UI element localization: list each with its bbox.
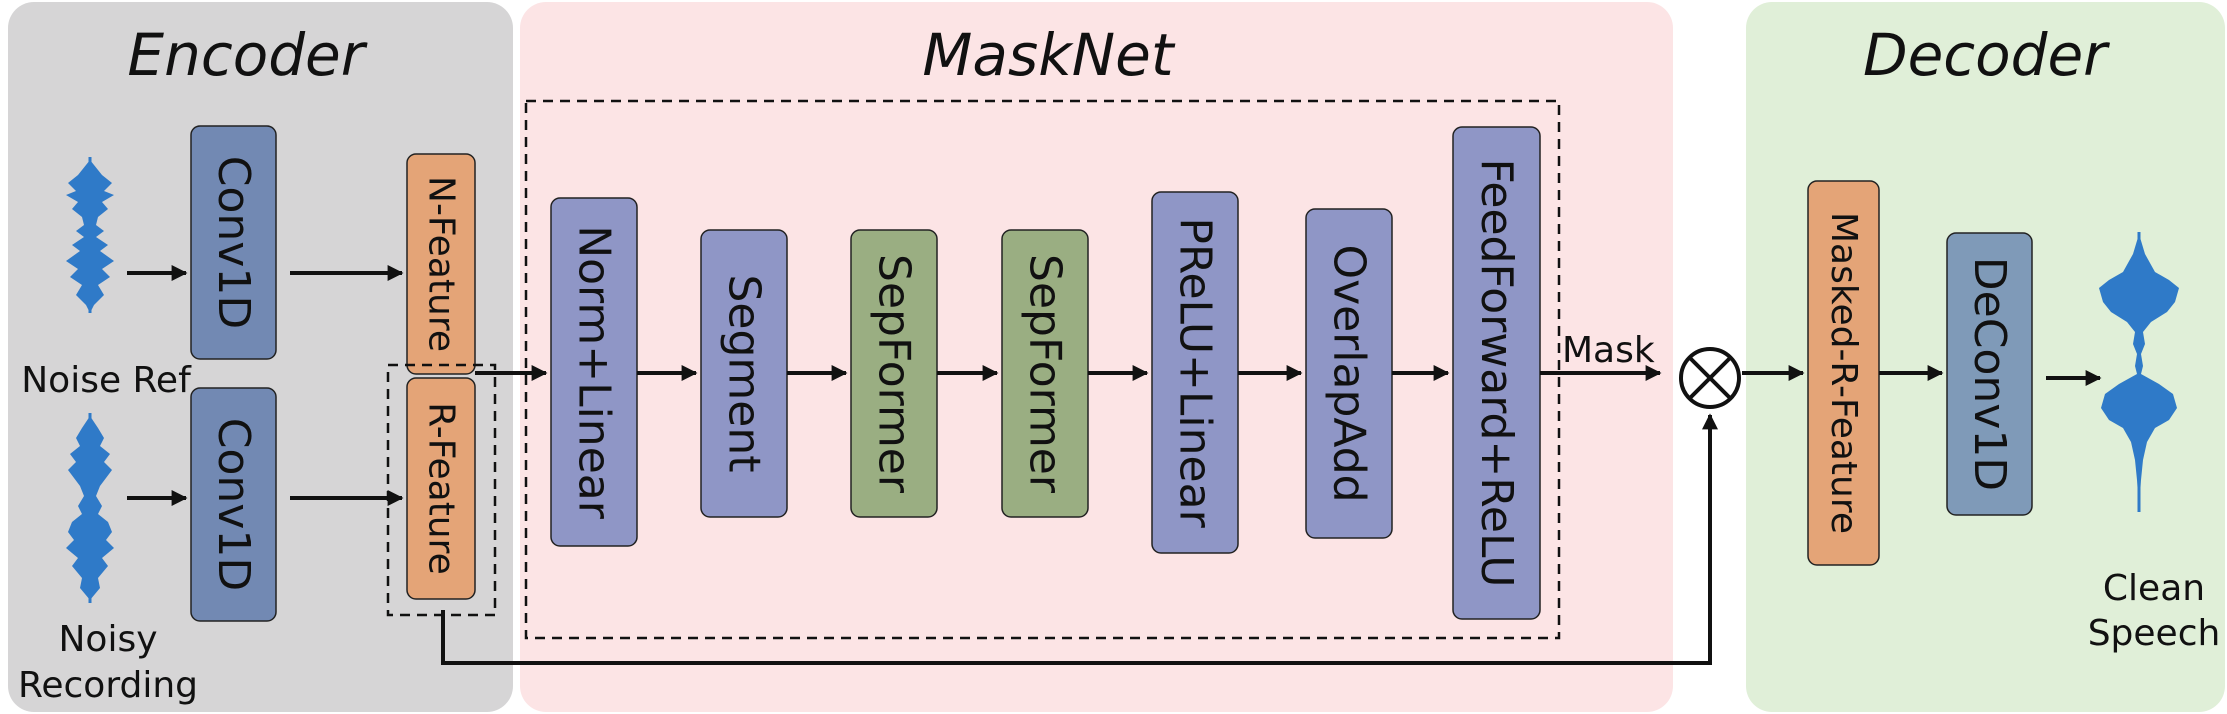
norm-linear-block: Norm+Linear bbox=[550, 197, 638, 547]
n-feature-label: N-Feature bbox=[421, 176, 462, 352]
overlapadd-block: OverlapAdd bbox=[1305, 208, 1393, 539]
segment-label: Segment bbox=[719, 275, 770, 473]
sepformer-2-label: SepFormer bbox=[1020, 254, 1071, 494]
arrow-rfeature-skip-to-multiply bbox=[441, 413, 1718, 665]
feedforward-relu-block: FeedForward+ReLU bbox=[1452, 126, 1541, 620]
noisy-recording-label-1: Noisy bbox=[58, 619, 157, 660]
noise-ref-label: Noise Ref bbox=[21, 360, 192, 401]
prelu-linear-block: PReLU+Linear bbox=[1151, 191, 1239, 554]
n-feature-block: N-Feature bbox=[406, 153, 476, 375]
sepformer-1-block: SepFormer bbox=[850, 229, 938, 518]
conv1d-top-block: Conv1D bbox=[190, 125, 277, 360]
clean-speech-waveform-icon bbox=[2099, 232, 2179, 512]
masknet-title: MaskNet bbox=[922, 21, 1175, 89]
sepformer-2-block: SepFormer bbox=[1001, 229, 1089, 518]
multiply-node-icon bbox=[1679, 347, 1741, 409]
norm-linear-label: Norm+Linear bbox=[569, 225, 620, 520]
masked-r-feature-block: Masked-R-Feature bbox=[1807, 180, 1880, 566]
clean-speech-label-2: Speech bbox=[2088, 613, 2221, 654]
clean-speech-label-1: Clean bbox=[2103, 568, 2205, 609]
encoder-title: Encoder bbox=[127, 21, 367, 89]
masked-r-feature-label: Masked-R-Feature bbox=[1823, 212, 1864, 534]
noisy-recording-label-2: Recording bbox=[18, 665, 198, 706]
segment-block: Segment bbox=[700, 229, 788, 518]
feedforward-relu-label: FeedForward+ReLU bbox=[1471, 159, 1522, 588]
prelu-linear-label: PReLU+Linear bbox=[1170, 217, 1221, 528]
r-feature-block: R-Feature bbox=[406, 377, 476, 600]
sepformer-1-label: SepFormer bbox=[869, 254, 920, 494]
masknet-dashed-box bbox=[524, 99, 1561, 640]
deconv1d-label: DeConv1D bbox=[1964, 257, 2015, 491]
conv1d-bottom-block: Conv1D bbox=[190, 387, 277, 622]
overlapadd-label: OverlapAdd bbox=[1324, 244, 1375, 502]
conv1d-top-label: Conv1D bbox=[208, 156, 259, 329]
r-feature-label: R-Feature bbox=[421, 402, 462, 575]
noisy-recording-waveform-icon bbox=[66, 413, 114, 603]
mask-label: Mask bbox=[1562, 330, 1655, 371]
noise-ref-waveform-icon bbox=[66, 157, 114, 313]
conv1d-bottom-label: Conv1D bbox=[208, 418, 259, 591]
deconv1d-block: DeConv1D bbox=[1946, 232, 2033, 516]
decoder-title: Decoder bbox=[1863, 21, 2110, 89]
